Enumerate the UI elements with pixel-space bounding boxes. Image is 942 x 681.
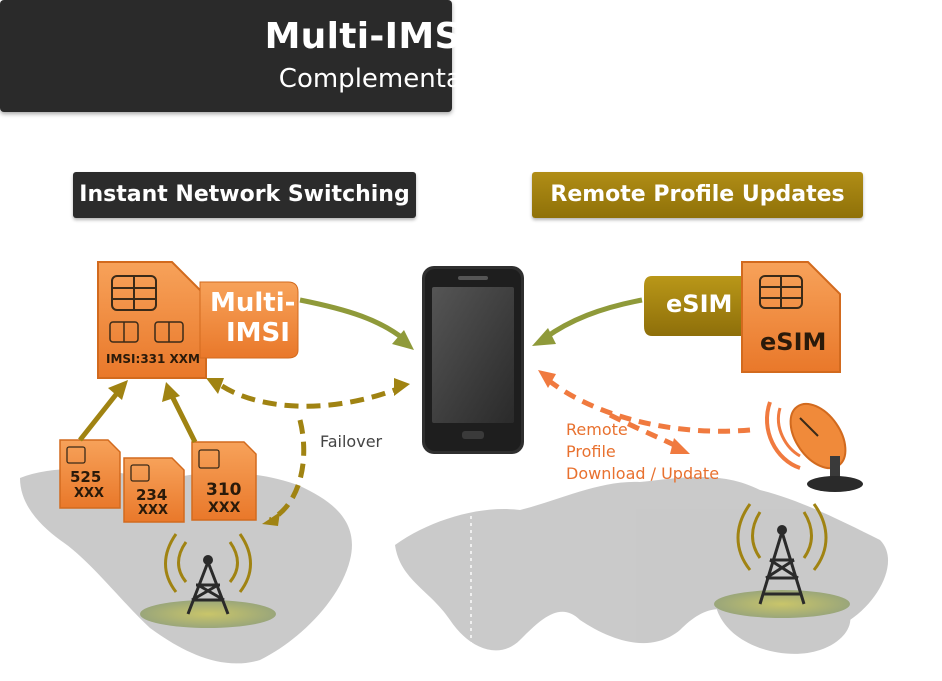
esim-card xyxy=(741,261,841,373)
title-line-2: Complementary Technologies xyxy=(278,64,664,94)
title-box: Multi-IMSI and eSIM Complementary Techno… xyxy=(0,0,677,112)
small-sim-1-bottom: XXX xyxy=(74,486,105,501)
title-line-1: Multi-IMSI and eSIM xyxy=(264,16,678,57)
banner-remote-profile-updates: Remote Profile Updates xyxy=(532,172,863,218)
small-sim-3-bottom: XXX xyxy=(208,500,241,516)
esim-to-phone-arrow xyxy=(532,297,643,346)
remote-download-dashed-arrow xyxy=(546,378,751,451)
esim-tag-label: eSIM xyxy=(666,290,733,318)
banner-instant-network-switching: Instant Network Switching xyxy=(73,172,416,218)
failover-label: Failover xyxy=(320,432,383,451)
small-sim-2-top: 234 xyxy=(136,486,168,504)
sim-up-arrows xyxy=(78,380,198,444)
multi-imsi-to-phone-arrow xyxy=(299,297,414,350)
esim-card-label: eSIM xyxy=(760,328,827,356)
remote-label-line-1: Remote xyxy=(566,420,628,439)
remote-label-line-2: Profile xyxy=(566,442,616,461)
esim-tag xyxy=(644,276,748,336)
multi-imsi-sim-text: IMSI:331 XXM xyxy=(106,352,200,366)
left-cell-tower-icon xyxy=(140,533,276,628)
remote-label-line-3: Download / Update xyxy=(566,464,720,483)
small-sim-cards xyxy=(59,439,257,523)
small-sim-1-top: 525 xyxy=(70,468,102,486)
multi-imsi-label-line-1: Multi- xyxy=(210,288,296,318)
multi-imsi-label-line-2: IMSI xyxy=(226,318,290,348)
right-cell-tower-icon xyxy=(714,503,850,618)
small-sim-2-bottom: XXX xyxy=(138,503,169,518)
multi-imsi-sim-card xyxy=(97,261,207,379)
satellite-dish-icon xyxy=(764,401,863,492)
small-sim-3-top: 310 xyxy=(206,480,242,500)
multi-imsi-tag xyxy=(199,281,299,359)
smartphone-icon xyxy=(422,266,524,454)
